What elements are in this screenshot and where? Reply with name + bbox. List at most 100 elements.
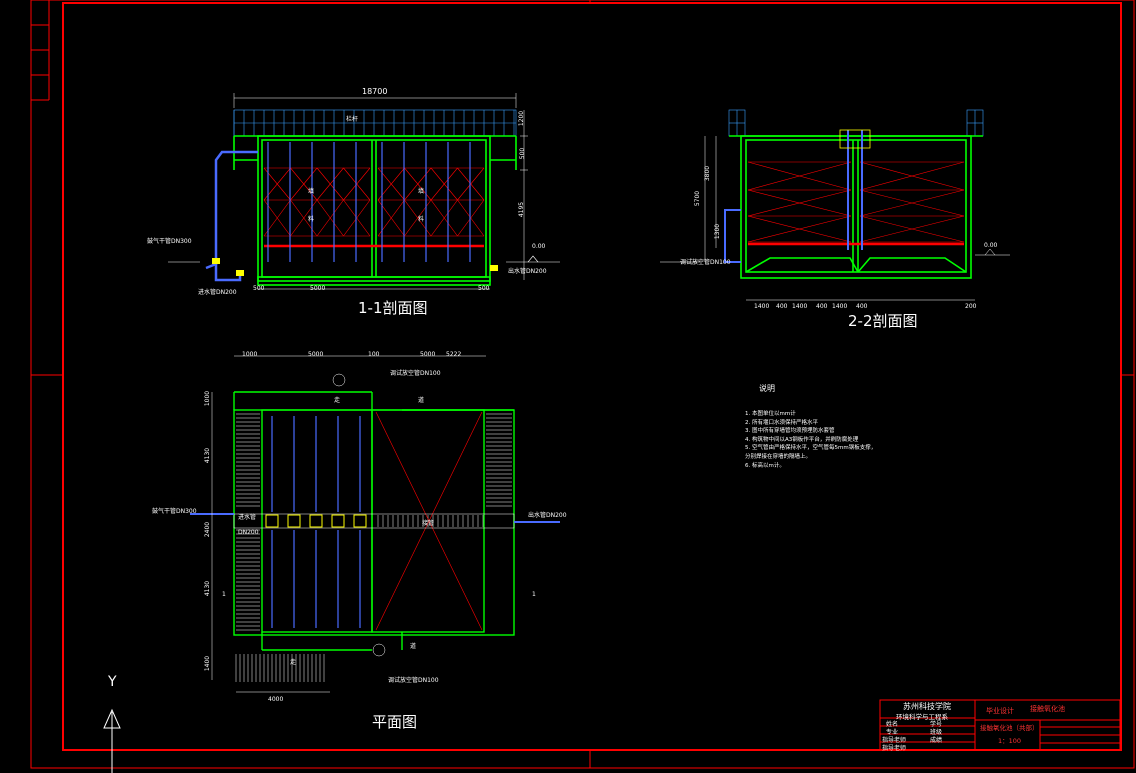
- walkway-3: 走: [290, 659, 297, 666]
- header-fitting: [309, 514, 323, 528]
- bottom-dim-2: 5000: [310, 285, 326, 292]
- tb-row-3: 指导老师: [882, 737, 907, 744]
- plan-top-dim-1: 1000: [242, 351, 258, 358]
- section-mark-left: 1: [222, 591, 226, 598]
- plan-left-dim-1: 1000: [204, 390, 212, 407]
- header-fitting: [331, 514, 345, 528]
- note-line: 3. 图中所有穿墙管均须预埋防水套管: [745, 428, 835, 435]
- tank-walls-2-2: [729, 135, 983, 279]
- media-baffles-2-2: [747, 161, 965, 243]
- air-header: [190, 513, 560, 529]
- tb-row-2: 专业: [886, 729, 899, 736]
- dim-2-2-b4: 400: [816, 303, 828, 310]
- media-cross-line: [316, 167, 344, 201]
- plan-center-label: 接管: [422, 520, 435, 527]
- dim-2-2-b1: 1400: [754, 303, 770, 310]
- note-line: 6. 标高以m计。: [745, 462, 785, 469]
- plan-inlet-label: 进水管: [238, 514, 257, 521]
- section-2-2-drawing: [660, 109, 1010, 301]
- plan-dimensions: [211, 355, 486, 693]
- diffuser-pipes-1-1: [267, 142, 471, 262]
- north-arrow-symbol: Y: [108, 674, 117, 690]
- media-cross-line: [457, 199, 485, 237]
- notes-list: 1. 本图单位以mm计 2. 所有堰口水须保持严格水平 3. 图中所有穿墙管均须…: [745, 410, 876, 470]
- bottom-dim-1: 500: [253, 285, 265, 292]
- drain-label-2-2: 调试放空管DN100: [680, 259, 731, 266]
- level-mark-2-2: 0.00: [984, 242, 998, 249]
- media-cross-line: [747, 189, 852, 217]
- dim-2-2-b2: 400: [776, 303, 788, 310]
- media-label-4: 料: [418, 216, 425, 223]
- header-fitting: [265, 514, 279, 528]
- plan-top-dim-2: 5000: [308, 351, 324, 358]
- tank-walls-1-1: [233, 135, 517, 286]
- department-name: 环境科学与工程系: [896, 713, 948, 721]
- dim-top-1-1: 18700: [362, 87, 388, 96]
- dim-left-2-2-3: 1300: [714, 223, 722, 240]
- note-line: 分别焊接在穿墙的隔墙上。: [745, 453, 812, 460]
- inlet-label-1-1: 进水管DN200: [198, 289, 237, 296]
- section-2-2-title: 2-2剖面图: [848, 312, 918, 330]
- plan-top-dim-5: 5222: [446, 351, 462, 358]
- plan-outlet-label: 出水管DN200: [528, 512, 567, 519]
- plan-left-dim-5: 1400: [204, 655, 212, 672]
- dimensions-1-1: [233, 93, 528, 290]
- drawing-frame: [30, 0, 1135, 769]
- title-block: [879, 699, 1121, 751]
- section-1-1-drawing: [168, 93, 560, 290]
- tb-val-1: 学号: [930, 721, 943, 728]
- media-cross-line: [747, 215, 852, 243]
- plan-drain-bottom-label: 调试放空管DN100: [388, 677, 439, 684]
- railing: [233, 109, 517, 137]
- tb-val-3: 成绩: [930, 737, 943, 744]
- plan-left-dim-2: 4130: [204, 447, 212, 464]
- media-cross-line: [430, 199, 458, 237]
- plan-air-pipe-label: 鼓气干管DN300: [152, 508, 197, 515]
- valves-1-1: [212, 258, 498, 276]
- notes-heading: 说明: [759, 384, 775, 393]
- note-line: 1. 本图单位以mm计: [745, 411, 796, 417]
- level-mark-1-1: 0.00: [532, 243, 546, 250]
- plan-left-dim-3: 2400: [204, 521, 212, 538]
- plan-walls: [233, 391, 515, 651]
- walkway-4: 道: [410, 643, 417, 650]
- media-cross-line: [316, 199, 344, 237]
- media-cross-line: [859, 161, 965, 191]
- tb-val-2: 班级: [930, 729, 943, 736]
- section-1-1-title: 1-1剖面图: [358, 299, 428, 317]
- media-label-1: 填: [308, 188, 315, 195]
- media-cross-line: [859, 189, 965, 217]
- plan-left-dim-4: 4130: [204, 580, 212, 597]
- plan-drain-top-label: 调试放空管DN100: [390, 370, 441, 377]
- dim-left-2-2-2: 5700: [694, 190, 702, 207]
- graduation-label: 毕业设计: [986, 707, 1014, 715]
- sludge-hopper-x: [375, 411, 483, 631]
- plan-inlet-size: DN200: [238, 529, 259, 536]
- dimensions-2-2: [660, 136, 1010, 301]
- ground-marks-1-1: [168, 255, 560, 263]
- outlet-label-1-1: 出水管DN200: [508, 268, 547, 275]
- scale: 1：100: [998, 737, 1022, 745]
- walkway-1: 走: [334, 397, 341, 404]
- railing-posts-2-2: [728, 109, 984, 137]
- walkway-2: 道: [418, 397, 425, 404]
- media-cross-line: [747, 161, 852, 191]
- tb-row-4: 指导老师: [882, 745, 907, 752]
- header-fitting: [287, 514, 301, 528]
- dim-2-2-b7: 200: [965, 303, 977, 310]
- media-label-2: 料: [308, 216, 315, 223]
- plan-drawing: [190, 355, 560, 693]
- media-label-3: 填: [418, 188, 425, 195]
- note-line: 5. 空气管由严格保持水平，空气管每5mm钢板支撑，: [745, 445, 877, 452]
- header-fitting: [353, 514, 367, 528]
- bottom-dim-3: 500: [478, 285, 490, 292]
- school-name: 苏州科技学院: [903, 702, 951, 711]
- media-cross-line: [457, 167, 485, 201]
- stairs: [235, 413, 512, 682]
- dim-right-3: 4195: [518, 201, 526, 218]
- plan-top-dim-4: 5000: [420, 351, 436, 358]
- dim-2-2-b5: 1400: [832, 303, 848, 310]
- note-line: 4. 构筑物中间以A3钢板作平台，并刷防腐处理: [745, 436, 859, 443]
